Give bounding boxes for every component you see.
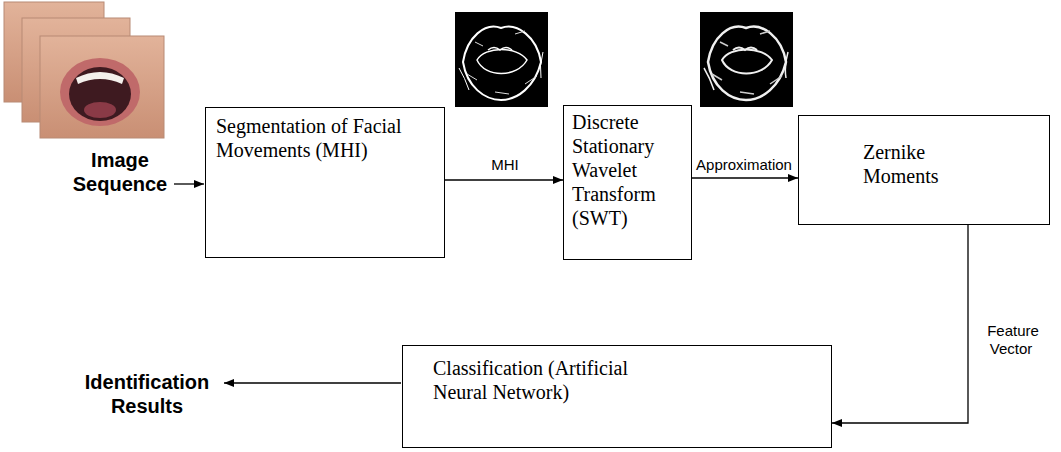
box-text: Zernike Moments: [863, 140, 959, 188]
edge-label: MHI: [489, 156, 521, 173]
face-frame: [40, 36, 164, 138]
edge-label-box: Feature Vector: [976, 322, 1048, 358]
flow-arrow: [692, 177, 798, 178]
input-arrow: [174, 183, 204, 184]
box-text: Discrete Stationary Wavelet Transform (S…: [572, 110, 683, 230]
process-box: Segmentation of Facial Movements (MHI): [205, 107, 445, 258]
edge-label: Feature Vector: [985, 322, 1039, 357]
edge-label: Approximation: [694, 156, 794, 173]
mhi-image: [455, 12, 548, 107]
box-text: Classification (Artificial Neural Networ…: [433, 356, 683, 404]
io-label: Identification Results: [74, 370, 220, 418]
process-box: Classification (Artificial Neural Networ…: [402, 345, 832, 448]
edge-label-box: Approximation: [691, 156, 797, 174]
process-box: Discrete Stationary Wavelet Transform (S…: [563, 105, 692, 260]
box-text: Segmentation of Facial Movements (MHI): [216, 114, 431, 162]
flow-arrow: [832, 225, 968, 423]
io-label: Image Sequence: [70, 148, 170, 196]
flow-arrow: [445, 179, 563, 180]
edge-label-box: MHI: [470, 156, 540, 174]
output-arrow: [224, 382, 401, 383]
process-box: Zernike Moments: [798, 115, 1050, 225]
approximation-image: [700, 12, 793, 107]
